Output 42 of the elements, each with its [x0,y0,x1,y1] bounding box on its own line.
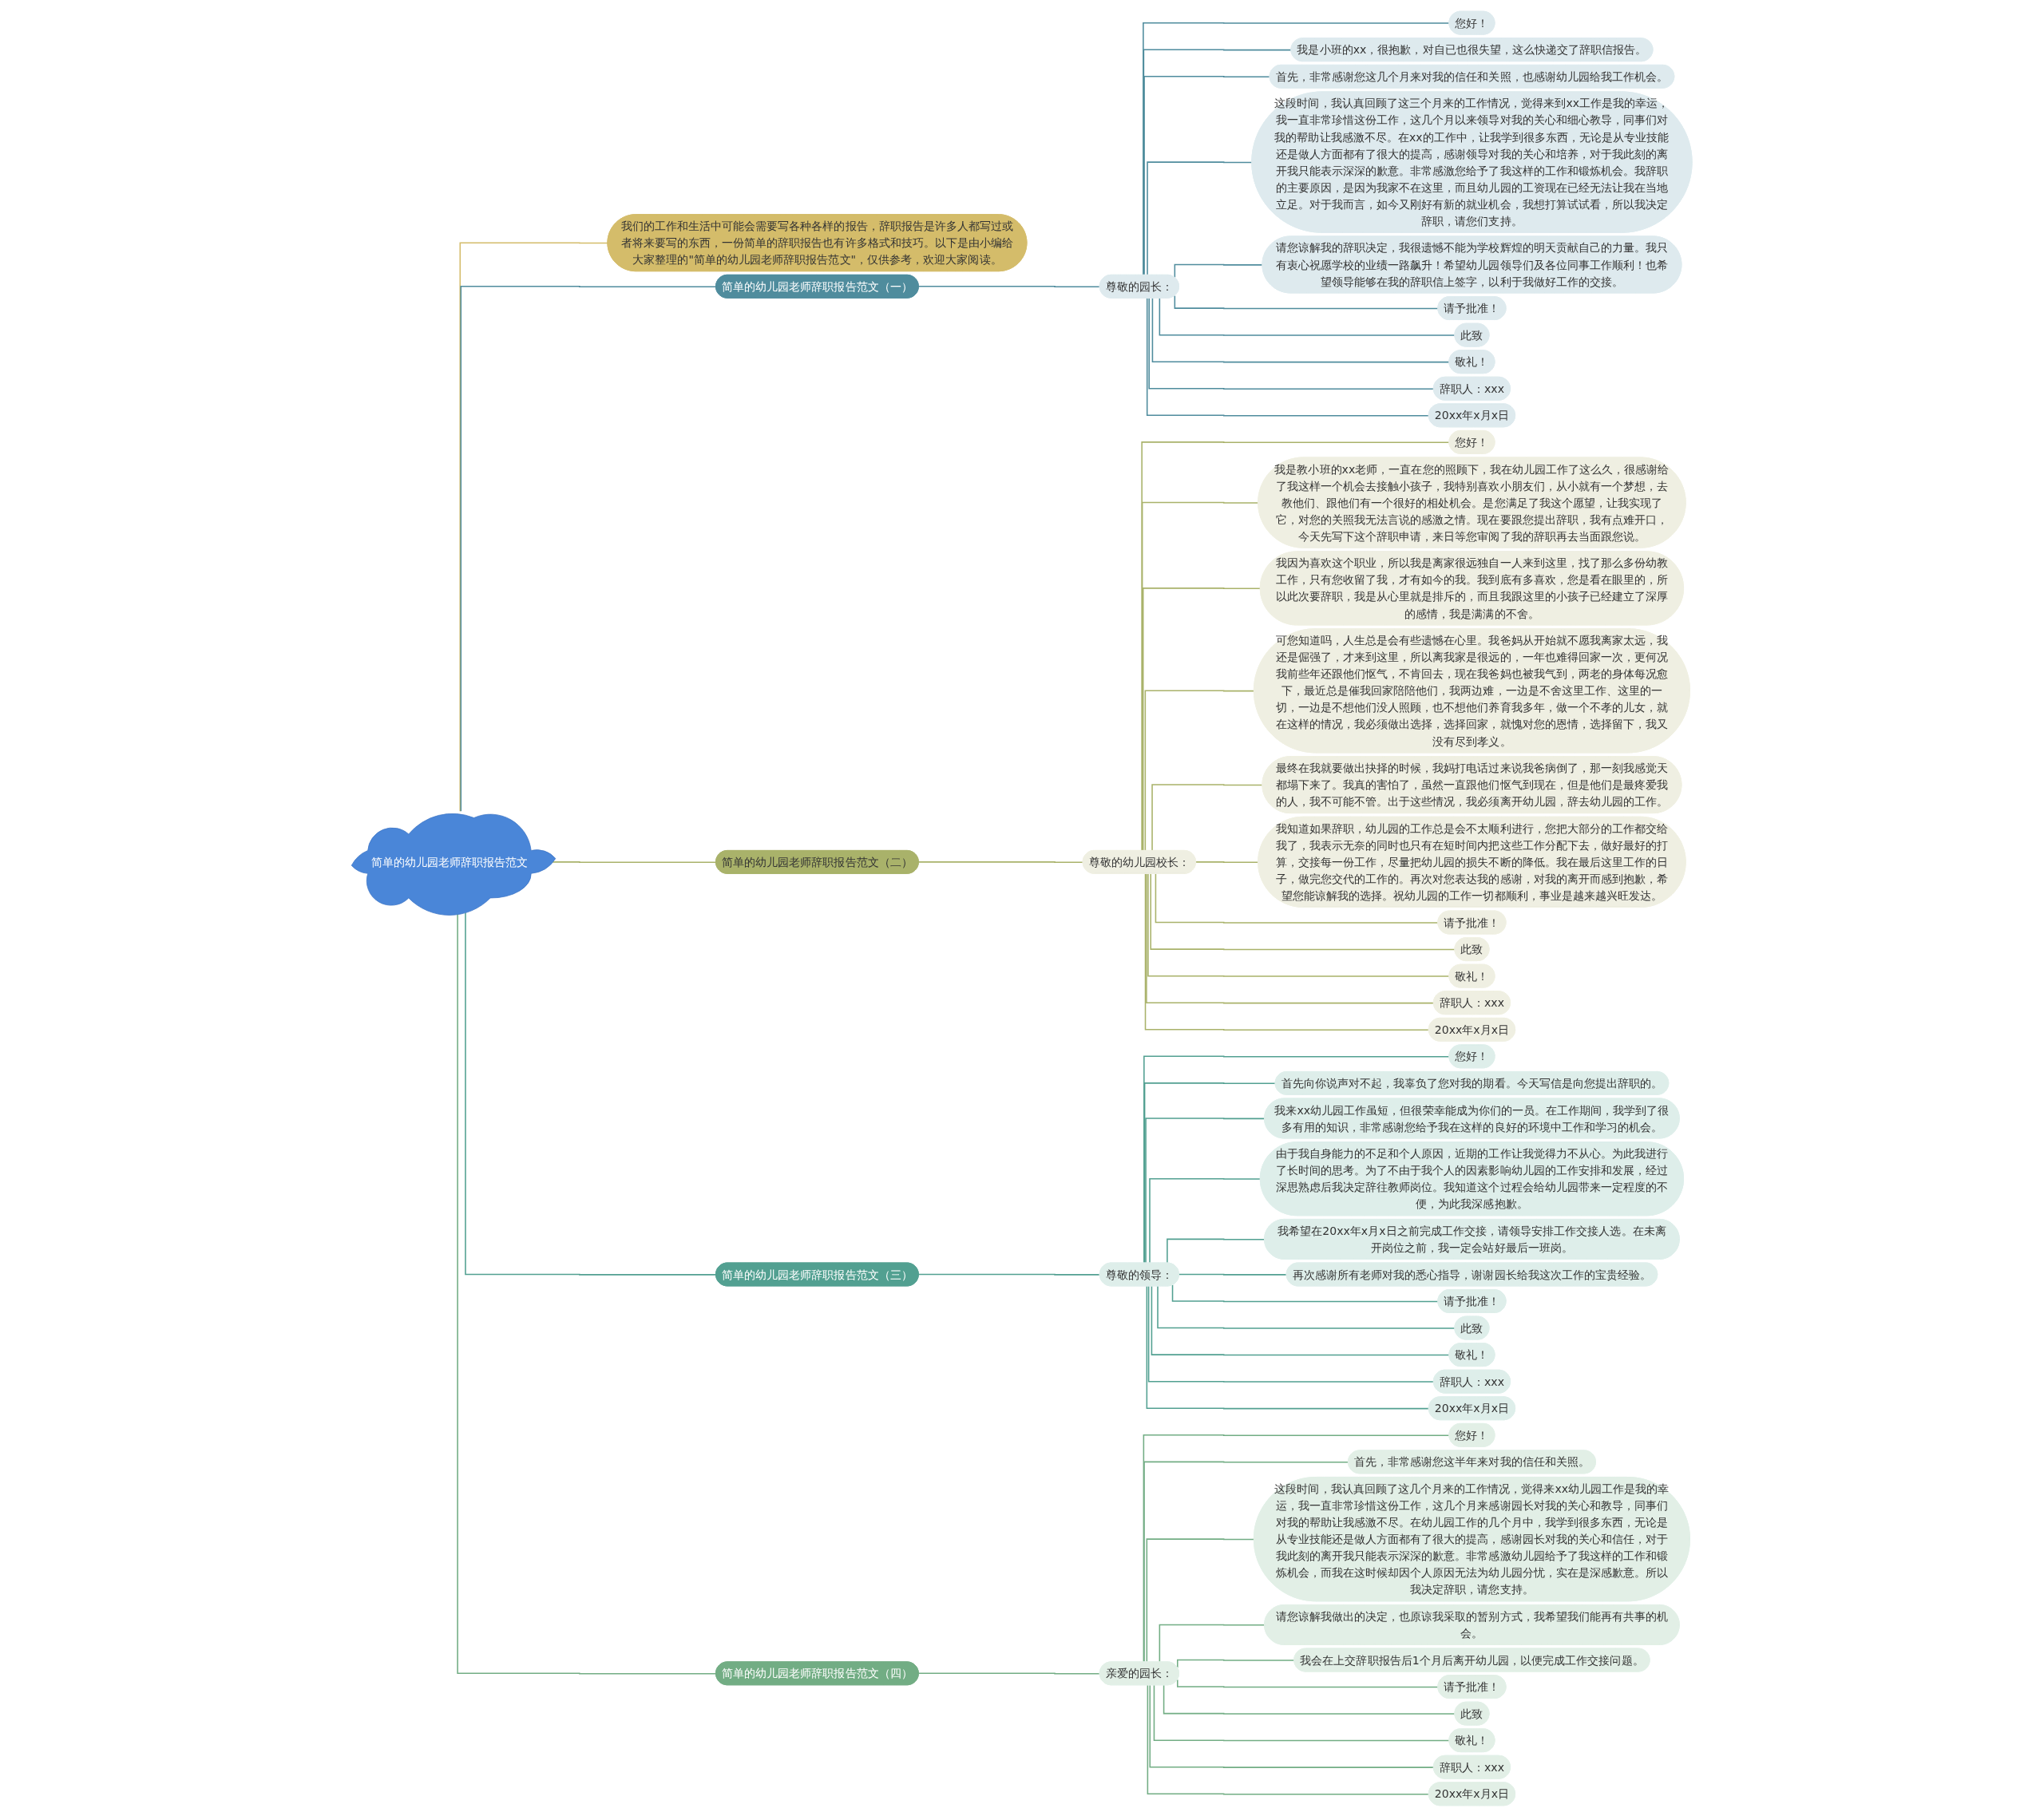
connector [1159,1624,1266,1663]
connector [1146,872,1435,1003]
connector [459,241,609,812]
connector [1149,1177,1262,1264]
connector [1177,1678,1440,1687]
connector [1150,872,1456,950]
connector [1143,1055,1451,1264]
connector [1147,160,1254,275]
connector [1163,1683,1456,1715]
connector [1146,1537,1255,1663]
connector [1157,1285,1456,1329]
connector [1174,263,1264,279]
connector [1147,297,1430,416]
connector [1143,1461,1349,1663]
connector [1167,1238,1266,1264]
connector [1195,861,1260,863]
connector [1146,1285,1430,1409]
connector [918,1672,1101,1674]
connector [918,285,1101,287]
connector [1174,295,1440,309]
connector [1144,1082,1277,1264]
connector [1155,872,1440,924]
connector [1145,1117,1266,1264]
connector [1178,1273,1288,1276]
connector [1147,872,1451,977]
connector [1154,1683,1451,1741]
connector [1143,75,1271,275]
connector [1143,48,1293,275]
connector [1151,1285,1451,1355]
connector [1147,1683,1430,1794]
connector [1152,297,1451,362]
connector [918,1273,1101,1276]
connector [1172,1284,1440,1302]
connector [457,912,718,1674]
connector [1143,22,1451,275]
connector [1145,872,1430,1031]
connector [1148,1285,1435,1383]
connector [1149,1683,1435,1768]
connector [1143,1434,1451,1663]
connector [1148,297,1435,390]
connector [918,861,1084,863]
connector [1159,297,1456,336]
